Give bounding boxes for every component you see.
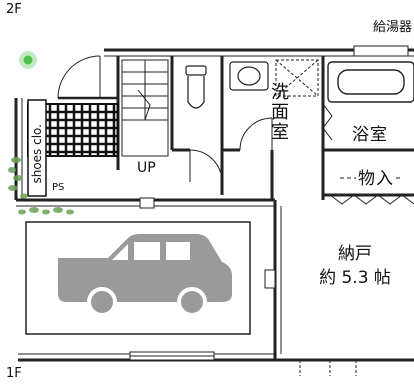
washroom-label: 洗面室 (268, 82, 289, 142)
closet-room-size: 約 5.3 帖 (319, 268, 391, 288)
bathroom-label: 浴室 (352, 125, 388, 145)
hall-door (189, 149, 223, 183)
closet-room-label: 納戸 約 5.3 帖 (300, 242, 410, 290)
ps-label: PS (52, 182, 65, 193)
closet-door (299, 360, 357, 376)
upper-floor-label: 2F (6, 2, 22, 17)
water-heater-label: 給湯器 (373, 20, 413, 35)
washroom-door (239, 117, 273, 151)
bathtub-icon (327, 61, 414, 103)
laundry-area (275, 59, 319, 97)
storage-label: 物入 (356, 164, 396, 189)
entrance-door (57, 55, 118, 100)
bath-door (322, 103, 333, 141)
shoes-closet-label: shoes clo. (30, 124, 44, 184)
shoes-closet (27, 99, 119, 197)
toilet-icon (185, 65, 207, 109)
stairs-up-label: UP (137, 160, 156, 176)
plant-icon (8, 157, 74, 215)
lower-floor-label: 1F (6, 366, 22, 381)
washbasin-icon (229, 61, 269, 91)
windows (129, 45, 409, 361)
car-icon (58, 234, 232, 317)
stairs (121, 59, 169, 157)
lamp-icon (19, 51, 37, 69)
closet-room-name: 納戸 (338, 244, 372, 264)
